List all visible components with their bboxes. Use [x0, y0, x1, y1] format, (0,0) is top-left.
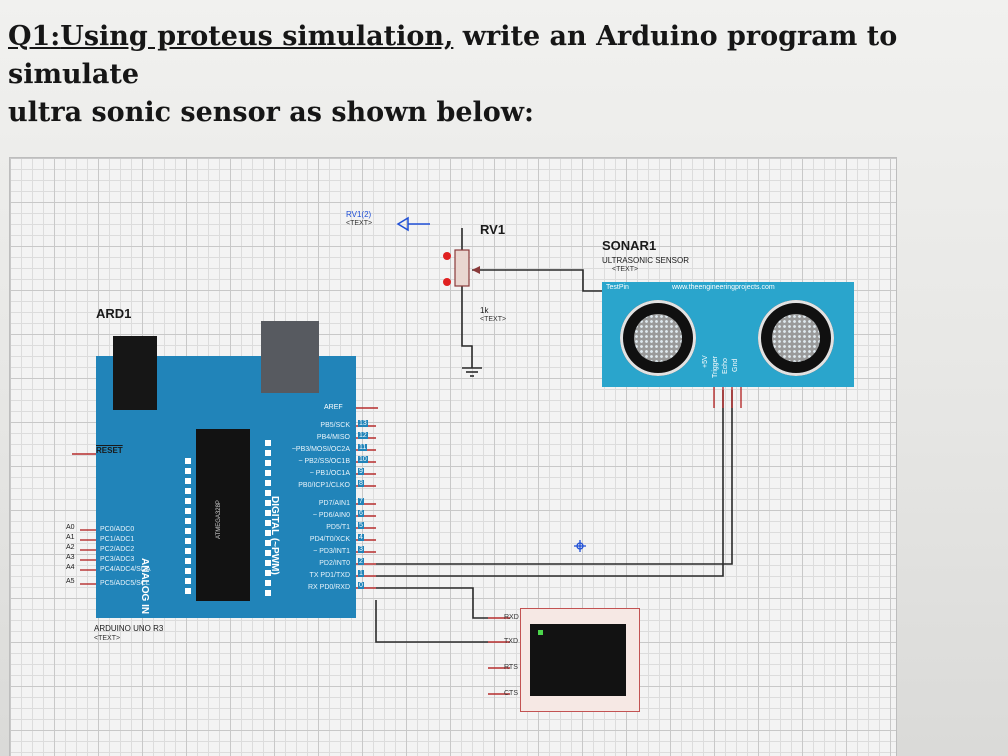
- analog-header-pins: [185, 458, 191, 598]
- digital-pin-label: PD7/AIN1: [318, 500, 350, 507]
- digital-pin-number: 2: [358, 558, 364, 565]
- digital-pin-number: 7: [358, 498, 364, 505]
- terminal-pin-txd: TXD: [504, 638, 518, 645]
- analog-pin-name: A3: [66, 554, 75, 561]
- analog-pin-name: A0: [66, 524, 75, 531]
- sonar-receiver: [758, 300, 834, 376]
- sonar-pin-vcc-label: +5V: [702, 355, 709, 368]
- sonar-testpin-label: TestPin: [606, 284, 629, 291]
- question-underlined-text: Using proteus simulation,: [60, 21, 454, 52]
- digital-pin-label: PD4/T0/XCK: [309, 536, 350, 543]
- analog-pin-name: A1: [66, 534, 75, 541]
- atmega-chip: ATMEGA328P: [196, 429, 250, 601]
- question-line1-rest: write an Arduino program to simulate: [8, 21, 898, 90]
- digital-pin-number: 1: [358, 570, 364, 577]
- analog-pin-label: PC1/ADC1: [100, 536, 135, 543]
- digital-pin-number: 4: [358, 534, 364, 541]
- wire-trigger-to-pin3: [376, 390, 733, 565]
- digital-pin-label: ~ PD6/AIN0: [312, 512, 350, 519]
- wire-tx-to-terminal-rxd: [376, 587, 488, 619]
- analog-pin-stubs: [80, 529, 96, 585]
- proteus-schematic-sheet[interactable]: RV1(2) <TEXT> RV1 1k <TEXT> SONAR1 ULTRA…: [10, 158, 896, 756]
- digital-pin-label: PB4/MISO: [316, 434, 350, 441]
- arduino-text-placeholder: <TEXT>: [94, 635, 121, 642]
- digital-pin-label: PB0/ICP1/CLKO: [298, 482, 350, 489]
- voltage-probe-icon[interactable]: [396, 216, 409, 232]
- analog-pin-name: A5: [66, 578, 75, 585]
- potentiometer-wiper[interactable]: [472, 266, 480, 274]
- wire-echo-to-pin2: [376, 390, 724, 577]
- digital-pin-number: 13: [358, 420, 368, 427]
- question-number: Q1:: [8, 21, 61, 52]
- analog-pin-label: PC4/ADC4/SDA: [100, 566, 151, 573]
- reset-label: RESET: [96, 446, 123, 455]
- rv1-value-label: 1k: [480, 306, 489, 315]
- terminal-pin-rxd: RXD: [504, 614, 519, 621]
- sonar-subtitle: ULTRASONIC SENSOR: [602, 256, 689, 265]
- arduino-usb-port: [113, 336, 157, 410]
- rv1-ref-label: RV1: [480, 222, 506, 237]
- digital-pin-label: ~ PB1/OC1A: [309, 470, 350, 477]
- pot-decrease-button[interactable]: [443, 278, 451, 286]
- terminal-status-led: [538, 630, 543, 635]
- analog-pin-name: A2: [66, 544, 75, 551]
- digital-pin-label: PB5/SCK: [320, 422, 350, 429]
- question-line2: ultra sonic sensor as shown below:: [8, 97, 534, 128]
- digital-pin-label: RX PD0/RXD: [307, 584, 350, 591]
- analog-pin-label: PC5/ADC5/SCL: [100, 580, 150, 587]
- digital-pin-number: 0: [358, 582, 364, 589]
- cursor-crosshair-icon: [574, 540, 586, 552]
- digital-pin-number: 12: [358, 432, 368, 439]
- terminal-pin-stubs: [488, 617, 510, 695]
- digital-pin-label: TX PD1/TXD: [309, 572, 350, 579]
- terminal-screen: [530, 624, 626, 696]
- analog-pin-name: A4: [66, 564, 75, 571]
- question-text: Q1:Using proteus simulation, write an Ar…: [8, 18, 998, 132]
- arduino-ref-label: ARD1: [96, 306, 132, 321]
- aref-label: AREF: [324, 404, 343, 411]
- digital-pin-number: 8: [358, 480, 364, 487]
- terminal-pin-cts: CTS: [504, 690, 518, 697]
- probe-label: RV1(2): [346, 210, 372, 219]
- sonar-pin-stubs: [713, 387, 742, 408]
- sonar-pin-echo-label: Echo: [722, 358, 729, 374]
- sonar-pin-gnd-label: Gnd: [732, 358, 739, 372]
- digital-pin-number: 10: [358, 456, 368, 463]
- wire-rx-to-terminal-txd: [375, 600, 488, 643]
- digital-pin-number: 9: [358, 468, 364, 475]
- pot-increase-button[interactable]: [443, 252, 451, 260]
- sonar-website: www.theengineeringprojects.com: [672, 284, 775, 291]
- wire-rv1-to-sonar-testpin: [472, 269, 602, 292]
- digital-pin-number: 11: [358, 444, 368, 451]
- digital-pin-label: PD5/T1: [326, 524, 350, 531]
- terminal-pin-rts: RTS: [504, 664, 518, 671]
- chip-label: ATMEGA328P: [216, 500, 222, 539]
- ultrasonic-sensor[interactable]: TestPin www.theengineeringprojects.com +…: [602, 282, 854, 387]
- digital-pin-label: PD2/INT0: [319, 560, 350, 567]
- arduino-model-label: ARDUINO UNO R3: [94, 624, 164, 633]
- digital-header-pins: [265, 440, 271, 596]
- sonar-pin-trigger-label: Trigger: [712, 356, 719, 378]
- digital-pin-label: ~ PD3/INT1: [313, 548, 350, 555]
- analog-pin-label: PC2/ADC2: [100, 546, 135, 553]
- rv1-text-placeholder: <TEXT>: [480, 316, 507, 323]
- schematic-wires: [72, 216, 742, 695]
- digital-pin-number: 6: [358, 510, 364, 517]
- analog-pin-label: PC0/ADC0: [100, 526, 135, 533]
- arduino-power-jack: [261, 321, 319, 393]
- digital-pin-number: 5: [358, 522, 364, 529]
- digital-pin-label: ~ PB2/SS/OC1B: [298, 458, 350, 465]
- sonar-ref-label: SONAR1: [602, 238, 657, 253]
- digital-pin-number: 3: [358, 546, 364, 553]
- potentiometer-body[interactable]: [454, 249, 470, 287]
- digital-pin-label: ~PB3/MOSI/OC2A: [291, 446, 350, 453]
- wire-rv1-to-ground: [461, 286, 473, 368]
- sonar-transmitter: [620, 300, 696, 376]
- analog-pin-label: PC3/ADC3: [100, 556, 135, 563]
- probe-text-placeholder: <TEXT>: [346, 220, 373, 227]
- sonar-text-placeholder: <TEXT>: [612, 266, 639, 273]
